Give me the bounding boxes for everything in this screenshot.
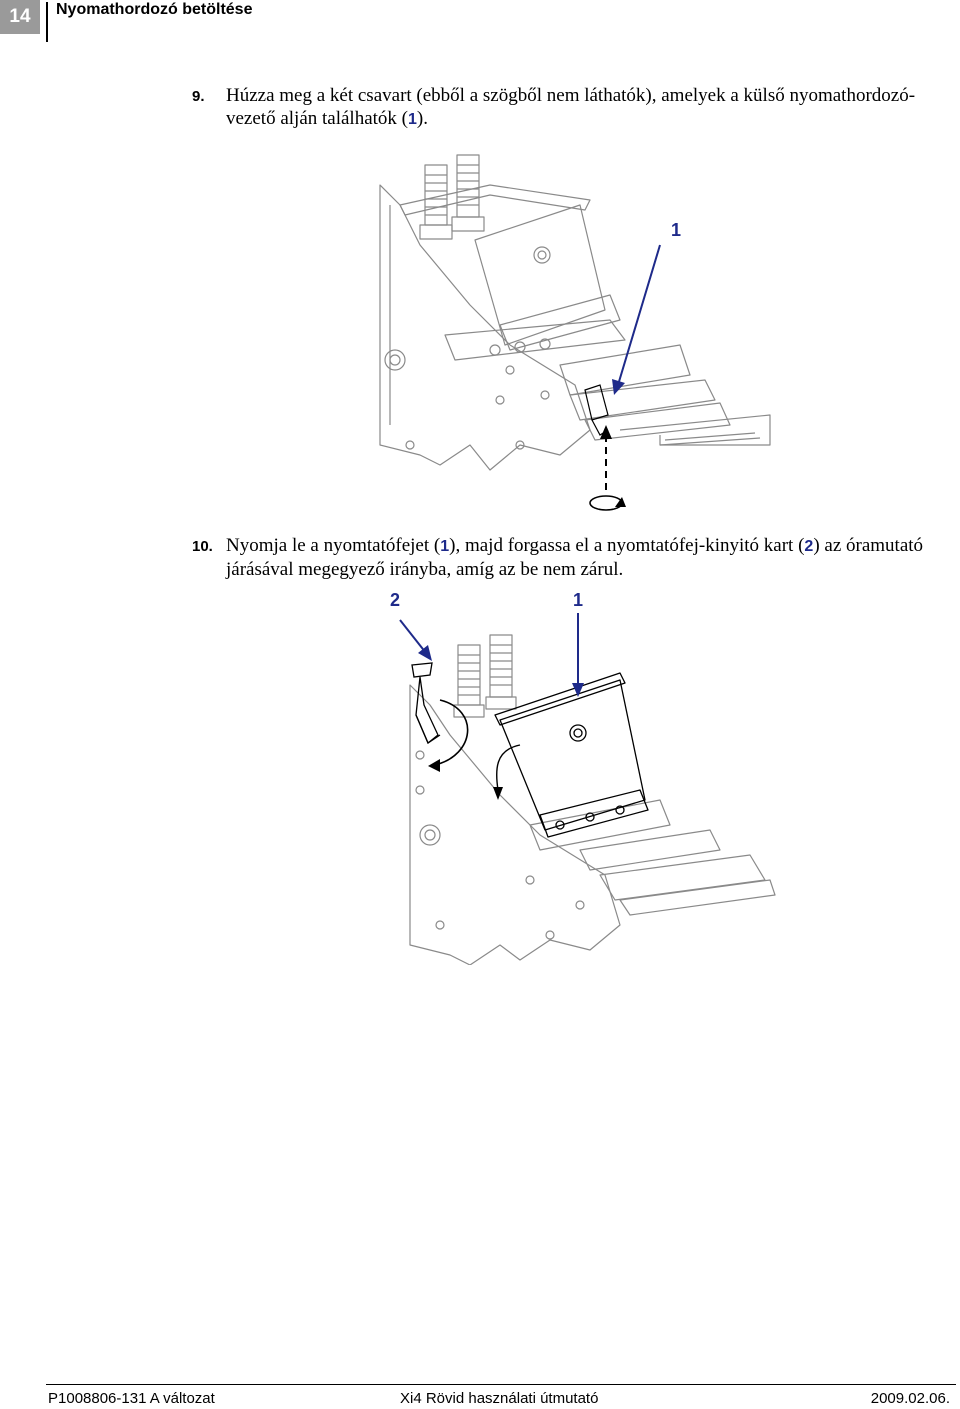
page-number: 14 (9, 6, 31, 27)
step-text-part: ), majd forgassa el a nyomtatófej-kinyit… (449, 535, 805, 556)
header-divider (46, 2, 48, 42)
section-title: Nyomathordozó betöltése (56, 1, 253, 18)
step-text-part: ) az óramutató járásával megegyező irány… (226, 535, 924, 580)
step-number: 10. (192, 538, 213, 555)
footer-divider (46, 1384, 956, 1385)
callout-reference: 2 (804, 538, 814, 555)
callout-2: 2 (390, 590, 401, 610)
footer-guide-title: Xi4 Rövid használati útmutató (400, 1390, 599, 1407)
footer-date: 2009.02.06. (870, 1390, 950, 1407)
callout-1: 1 (573, 590, 584, 610)
step-number: 9. (192, 88, 205, 105)
figure-printhead-close (399, 613, 776, 965)
step-text: Húzza meg a két csavart (ebből a szögből… (226, 84, 956, 131)
page-number-box (0, 0, 40, 34)
step-text-part: ). (416, 108, 428, 129)
callout-reference: 1 (440, 538, 450, 555)
step-text-part: Nyomja le a nyomtatófejet ( (226, 535, 441, 556)
figure-screw-tightening (379, 154, 771, 511)
step-text: Nyomja le a nyomtatófejet (1), majd forg… (226, 534, 956, 581)
callout-1: 1 (671, 220, 682, 240)
callout-reference: 1 (408, 111, 417, 128)
step-text-part: Húzza meg a két csavart (ebből a szögből… (226, 85, 916, 129)
footer-document-id: P1008806-131 A változat (48, 1390, 215, 1407)
